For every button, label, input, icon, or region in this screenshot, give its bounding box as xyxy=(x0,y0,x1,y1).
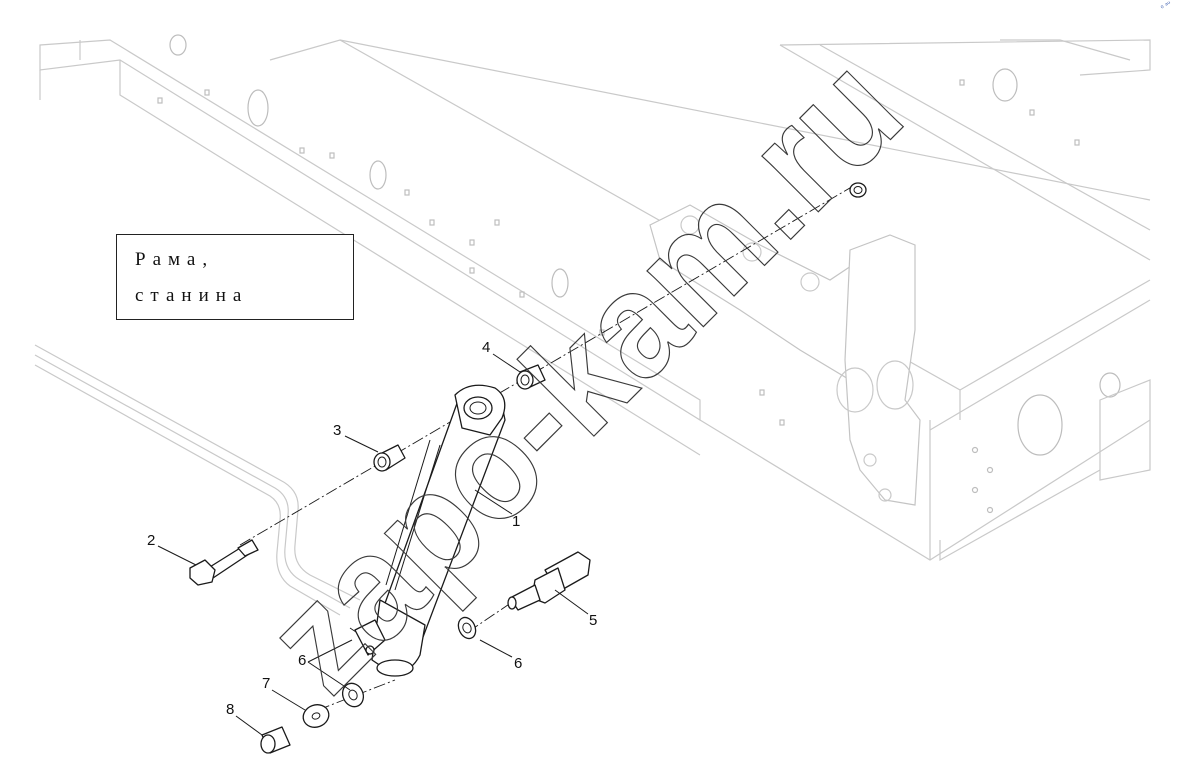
callout-2: 2 xyxy=(147,532,155,549)
part-6-washer-right xyxy=(457,616,477,640)
section-label-box: Рама, станина xyxy=(116,234,354,320)
watermark-text: zapo-kam.ru xyxy=(234,24,933,723)
callout-3: 3 xyxy=(333,422,341,439)
part-2-bolt xyxy=(189,539,259,586)
callout-6-right: 6 xyxy=(514,655,522,672)
part-8-nut xyxy=(260,726,291,754)
vehicle-frame-background xyxy=(34,34,1151,616)
callouts: 1 2 3 4 5 6 6 7 8 xyxy=(147,339,597,718)
leader-lines xyxy=(157,353,589,736)
frame-holes xyxy=(157,34,1121,514)
section-label-line-2: станина xyxy=(135,285,249,306)
part-4-bushing xyxy=(516,364,546,390)
part-5-fitting xyxy=(507,551,591,611)
part-1-hydraulic-cylinder xyxy=(354,384,506,677)
callout-4: 4 xyxy=(482,339,490,356)
part-3-bushing xyxy=(373,444,406,472)
callout-6-left: 6 xyxy=(298,652,306,669)
section-label-line-1: Рама, xyxy=(135,249,215,270)
part-6-washer-left xyxy=(341,682,365,708)
callout-1: 1 xyxy=(512,513,520,530)
part-7-washer xyxy=(302,704,330,728)
callout-8: 8 xyxy=(226,701,234,718)
callout-7: 7 xyxy=(262,675,270,692)
callout-5: 5 xyxy=(589,612,597,629)
nut-top-right xyxy=(849,182,867,198)
